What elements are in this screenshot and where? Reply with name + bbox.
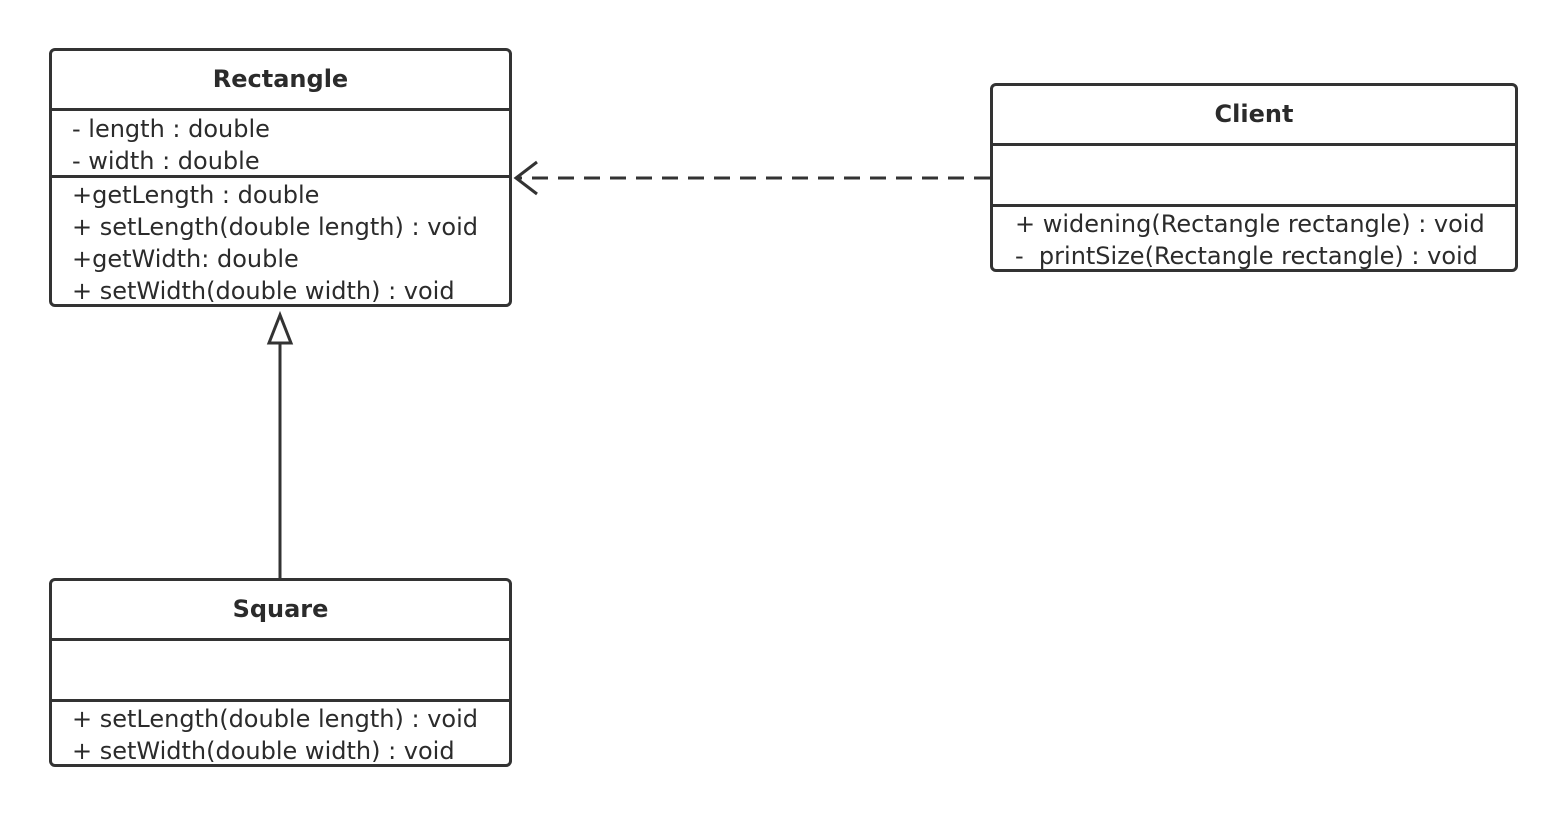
attribute: - width : double xyxy=(72,147,260,175)
operation: + setLength(double length) : void xyxy=(72,705,478,733)
operations-section: + widening(Rectangle rectangle) : void -… xyxy=(993,207,1515,272)
dependency-edge-client-rectangle[interactable] xyxy=(513,160,990,196)
class-name: Square xyxy=(52,581,509,641)
attribute: - length : double xyxy=(72,115,270,143)
operation: +getWidth: double xyxy=(72,245,299,273)
attributes-section: - length : double - width : double xyxy=(52,111,509,178)
hollow-triangle-arrowhead-icon xyxy=(266,310,294,345)
attributes-section xyxy=(52,641,509,702)
operations-section: + setLength(double length) : void + setW… xyxy=(52,702,509,767)
class-name: Client xyxy=(993,86,1515,146)
operation: + setWidth(double width) : void xyxy=(72,737,455,765)
class-box-client[interactable]: Client + widening(Rectangle rectangle) :… xyxy=(990,83,1518,272)
class-box-square[interactable]: Square + setLength(double length) : void… xyxy=(49,578,512,767)
attributes-section xyxy=(993,146,1515,207)
class-box-rectangle[interactable]: Rectangle - length : double - width : do… xyxy=(49,48,512,307)
class-name: Rectangle xyxy=(52,51,509,111)
generalization-edge-square-rectangle[interactable] xyxy=(266,310,294,578)
operation: + setWidth(double width) : void xyxy=(72,277,455,305)
operation: + setLength(double length) : void xyxy=(72,213,478,241)
operation: - printSize(Rectangle rectangle) : void xyxy=(1015,242,1478,270)
operations-section: +getLength : double + setLength(double l… xyxy=(52,178,509,307)
operation: + widening(Rectangle rectangle) : void xyxy=(1015,210,1485,238)
operation: +getLength : double xyxy=(72,181,320,209)
open-arrowhead-icon xyxy=(513,160,538,196)
